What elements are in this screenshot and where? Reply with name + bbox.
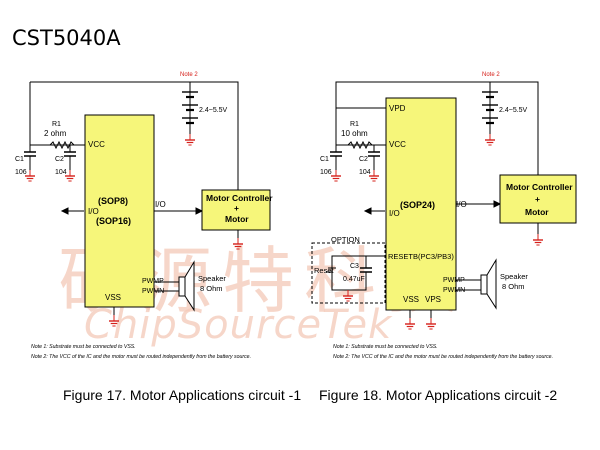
figure-18-labels: Note 2 2.4~5.5V VPD R1 10 ohm C1 106 C2 … [314,72,573,403]
fig2-ic-chip [385,97,457,311]
figure-17-labels: Note 2 2.4~5.5V R1 2 ohm C1 106 C2 104 V… [15,72,301,403]
fig2-resetb-wire [331,255,386,268]
fig2-pwmp-pin: PWMP [443,277,465,284]
fig1-caption: Figure 17. Motor Applications circuit -1 [63,387,301,403]
fig2-c3-label: C3 [350,263,359,270]
fig2-voltage-label: 2.4~5.5V [499,107,528,114]
fig1-pwmp-pin: PWMP [142,278,164,285]
fig2-r1-label: R1 [350,121,359,128]
fig1-motor-line2: + [234,203,239,213]
fig2-io-right-pin: I/O [456,200,467,209]
fig1-voltage-label: 2.4~5.5V [199,107,228,114]
fig1-vcc-pin: VCC [88,140,105,149]
page-title: CST5040A [12,26,121,50]
fig2-c2-value: 104 [359,169,371,176]
fig2-option-label: OPTION [331,235,360,244]
fig2-r1-resistor [347,140,373,150]
fig2-resetb-pin: RESETB(PC3/PB3) [388,252,454,261]
fig1-c2-value: 104 [55,169,67,176]
fig2-note2-label: Note 2 [482,72,500,78]
fig2-note-1: Note 1: Substrate must be connected to V… [333,344,438,350]
fig2-c1-capacitor [330,145,342,170]
fig2-vcc-wire [335,108,386,146]
figure-18 [311,81,577,330]
fig1-motor-line1: Motor Controller [206,193,273,203]
fig2-vss-pin: VSS [403,295,419,304]
fig1-note-1: Note 1: Substrate must be connected to V… [31,344,136,350]
fig2-option-box [311,242,386,304]
fig2-pwmn-pin: PWMN [443,287,465,294]
fig2-c3-value: 0.47uF [343,276,365,283]
fig2-motor-line3: Motor [525,207,549,217]
fig2-c2-label: C2 [359,156,368,163]
fig1-motor-line3: Motor [225,214,249,224]
fig2-r1-value: 10 ohm [341,129,368,138]
fig2-speaker-wires [456,279,481,291]
fig1-c1-value: 106 [15,169,27,176]
fig1-c2-capacitor [64,145,76,170]
fig1-r1-label: R1 [52,121,61,128]
fig1-battery-symbol [182,82,198,134]
fig2-battery-symbol [482,82,498,134]
fig2-c3-capacitor [360,256,372,284]
fig1-motor-controller [201,189,271,231]
fig1-pwmn-pin: PWMN [142,288,164,295]
fig1-vss-pin: VSS [105,293,121,302]
fig2-vcc-pin: VCC [389,140,406,149]
fig2-caption: Figure 18. Motor Applications circuit -2 [319,387,557,403]
fig1-package-sop16: (SOP16) [96,216,131,226]
fig1-speaker-ohm: 8 Ohm [200,284,223,293]
fig2-motor-line2: + [535,194,540,204]
fig1-io-right-pin: I/O [155,200,166,209]
fig2-speaker-ohm: 8 Ohm [502,282,525,291]
fig1-speaker-label: Speaker [198,274,226,283]
fig1-c1-label: C1 [15,156,24,163]
fig1-note2-label: Note 2 [180,72,198,78]
fig1-package-sop8: (SOP8) [98,196,128,206]
fig2-battery-wire [335,81,539,175]
fig2-c2-capacitor [368,145,380,170]
fig1-speaker-body [178,276,186,297]
fig2-motor-line1: Motor Controller [506,182,573,192]
fig1-io-left-pin: I/O [88,207,99,216]
fig1-speaker-cone [184,260,195,312]
fig2-note-2: Note 2: The VCC of the IC and the motor … [333,354,553,360]
fig1-speaker-wires [154,281,179,292]
fig1-r1-value: 2 ohm [44,129,67,138]
fig1-battery-wire [30,81,239,190]
fig2-speaker-label: Speaker [500,272,528,281]
fig2-vpd-pin: VPD [389,104,406,113]
fig2-vps-pin: VPS [425,295,441,304]
fig1-c2-label: C2 [55,156,64,163]
fig2-io-left-pin: I/O [389,209,400,218]
fig2-c1-value: 106 [320,169,332,176]
figure-17 [24,81,271,327]
fig1-note-2: Note 2: The VCC of the IC and the motor … [31,354,251,360]
fig2-speaker-cone [486,258,497,310]
fig2-c1-label: C1 [320,156,329,163]
fig2-speaker-body [480,274,488,295]
fig2-package-sop24: (SOP24) [400,200,435,210]
fig1-c1-capacitor [24,145,36,170]
fig1-r1-resistor [49,140,75,150]
fig2-reset-label: Reset [314,266,335,275]
